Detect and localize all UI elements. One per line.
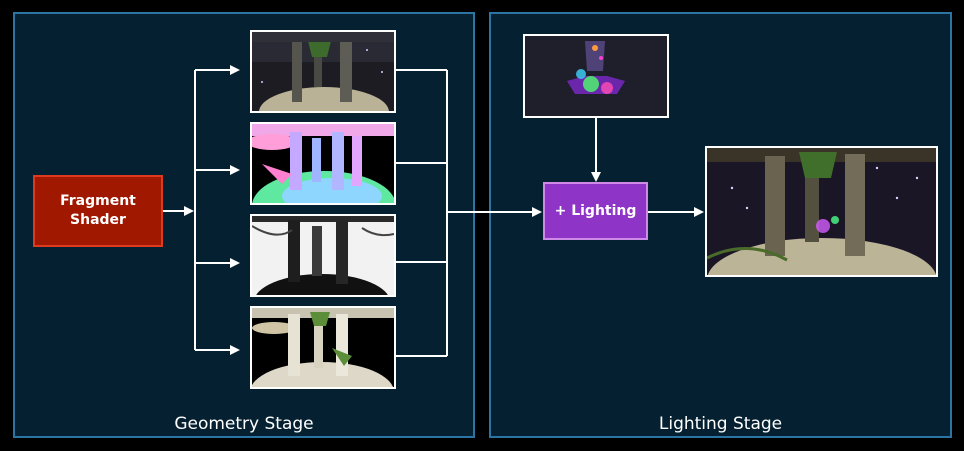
light-volumes-thumbnail <box>523 34 669 118</box>
final-render-thumbnail <box>705 146 938 277</box>
diffuse-render-thumbnail <box>250 306 396 389</box>
lighting-label: + Lighting <box>554 203 637 219</box>
lighting-box: + Lighting <box>543 182 648 240</box>
albedo-render-thumbnail <box>250 30 396 113</box>
geometry-stage-label: Geometry Stage <box>174 414 314 434</box>
normal-map-thumbnail <box>250 122 396 205</box>
lighting-stage-label: Lighting Stage <box>658 414 783 434</box>
fragment-shader-box: Fragment Shader <box>33 175 163 247</box>
depth-map-thumbnail <box>250 214 396 297</box>
fragment-shader-label: Fragment Shader <box>60 193 136 228</box>
